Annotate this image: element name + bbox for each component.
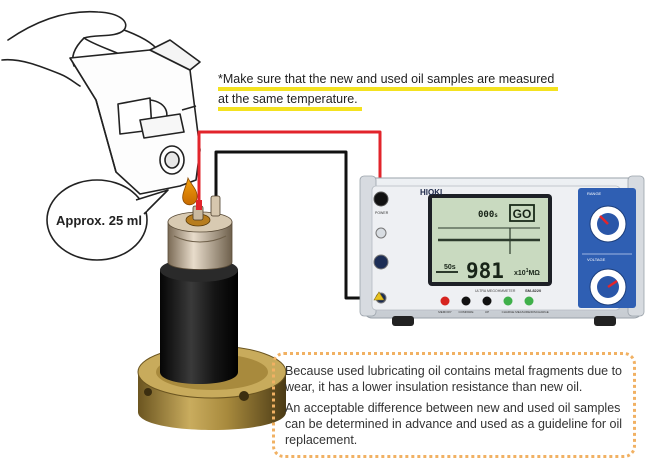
measure-button xyxy=(524,296,534,306)
model-name: SM-8220 xyxy=(525,288,542,293)
voltage-label: VOLTAGE xyxy=(587,257,606,262)
sample-volume-label: Approx. 25 ml xyxy=(56,213,142,228)
up-button xyxy=(482,296,492,306)
range-label: RANGE xyxy=(587,191,602,196)
explanation-paragraph-2: An acceptable difference between new and… xyxy=(285,401,623,447)
oil-test-cell xyxy=(137,195,287,430)
power-label: POWER xyxy=(375,211,389,215)
button-label-measure: MEASURE/DISCHARGE xyxy=(515,310,549,314)
note-line-1: *Make sure that the new and used oil sam… xyxy=(218,71,559,91)
button-label-memory: MEMORY xyxy=(438,310,451,314)
button-label-up: UP xyxy=(485,310,489,314)
explanation-paragraph-1: Because used lubricating oil contains me… xyxy=(285,364,622,394)
button-label-charge: CHARGE xyxy=(502,310,515,314)
model-caption: ULTRA MEGOHMMETER xyxy=(475,289,516,293)
power-knob xyxy=(373,191,389,207)
note-line-2: at the same temperature. xyxy=(218,91,362,111)
meter-brand: HIOKI xyxy=(420,188,442,197)
oil-drop-icon xyxy=(182,176,198,206)
explanation-box: Because used lubricating oil contains me… xyxy=(272,352,636,458)
time-label: 50s xyxy=(444,264,456,271)
main-reading: 981 xyxy=(466,259,504,283)
button-label-compare: COMPARE xyxy=(459,310,474,314)
aux-value: 000s xyxy=(478,210,498,220)
black-lead xyxy=(214,150,381,300)
charge-button xyxy=(503,296,513,306)
judgment-text: GO xyxy=(513,207,532,221)
oil-can-icon xyxy=(69,39,201,195)
volume-bubble xyxy=(46,179,169,261)
insulation-meter: HIOKI POWER 000s GO 50s 981 x101MΩ ULTRA… xyxy=(359,175,645,326)
memory-button xyxy=(440,296,450,306)
compare-button xyxy=(461,296,471,306)
judgment-box xyxy=(509,204,535,222)
line-terminal xyxy=(373,254,389,270)
temperature-note: *Make sure that the new and used oil sam… xyxy=(218,71,559,111)
reading-multiplier: x101MΩ xyxy=(514,268,540,277)
